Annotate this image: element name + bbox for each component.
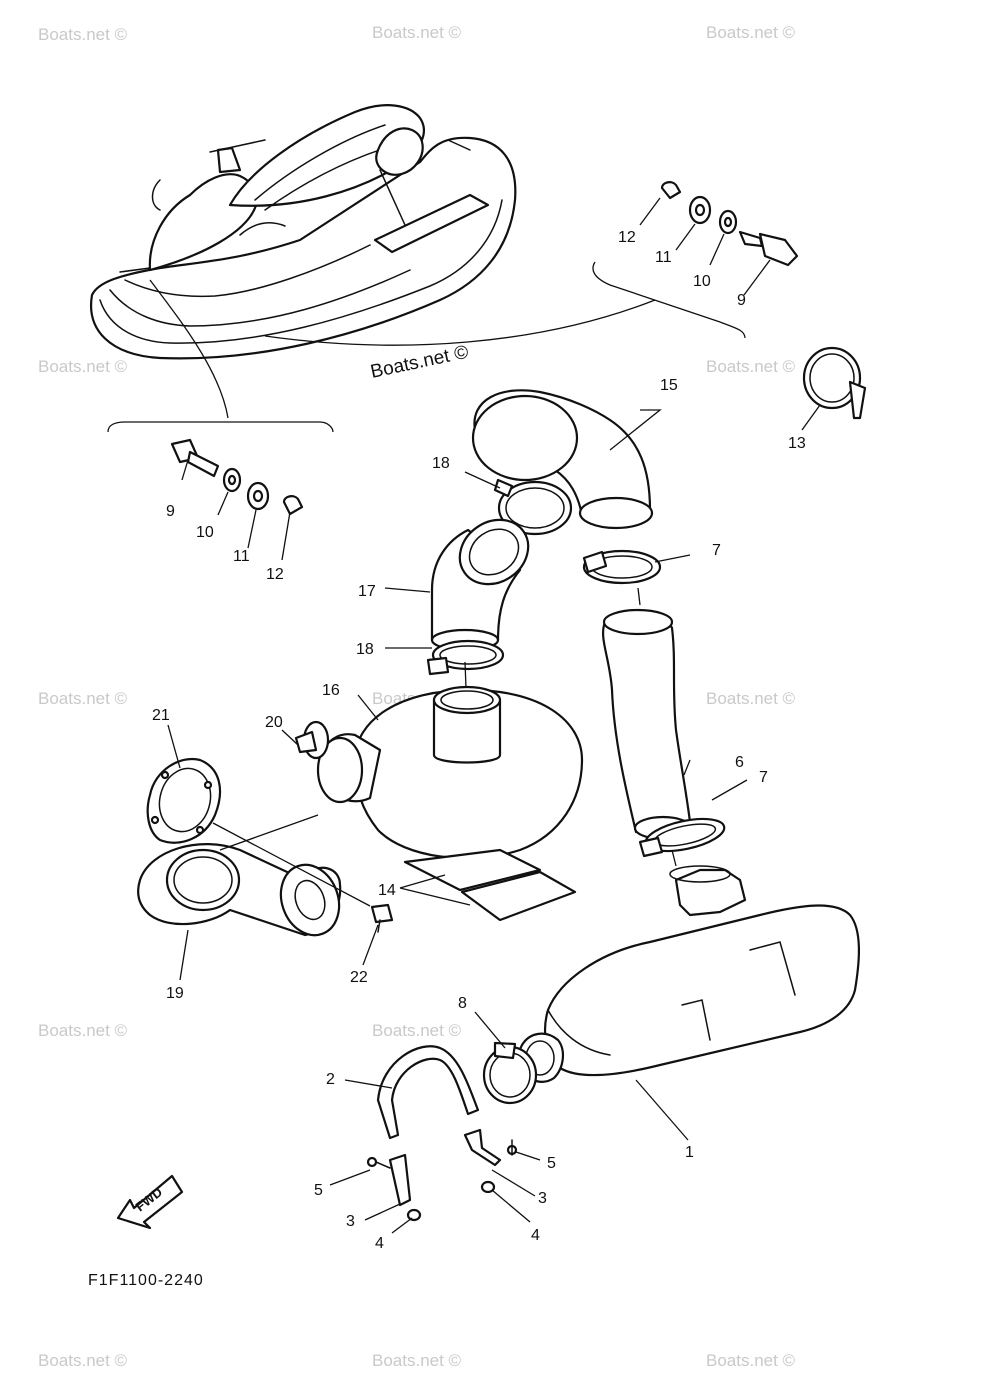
clamp-18-lower: [426, 639, 505, 676]
callout-13: 13: [788, 435, 806, 452]
callout-10: 10: [693, 273, 711, 290]
clamp-13: [802, 346, 867, 420]
callout-labels: 1 2 3 3 4 4 5 5 6 7 7 8 9 9 10 10 11 11 …: [152, 229, 806, 1252]
callout-4: 4: [375, 1235, 384, 1252]
watermark: Boats.net ©: [38, 357, 128, 376]
callout-18: 18: [356, 641, 374, 658]
fitting-set-upper: [660, 181, 799, 267]
bracket-set-left: [366, 1153, 422, 1222]
callout-21: 21: [152, 707, 170, 724]
watermark: Boats.net ©: [706, 1351, 796, 1370]
water-lock-16: [316, 685, 584, 860]
watermark: Boats.net ©: [372, 1351, 462, 1370]
callout-12: 12: [618, 229, 636, 246]
clamp-8: [482, 1041, 538, 1105]
callout-7: 7: [712, 542, 721, 559]
callout-11: 11: [655, 249, 672, 266]
callout-18: 18: [432, 455, 450, 472]
watermark: Boats.net ©: [706, 689, 796, 708]
callout-10: 10: [196, 524, 214, 541]
elbow-pipe-17: [430, 518, 530, 652]
callout-3: 3: [538, 1190, 547, 1207]
callout-5: 5: [547, 1155, 556, 1172]
watermark: Boats.net ©: [38, 1021, 128, 1040]
callout-17: 17: [358, 583, 376, 600]
drawing-code: F1F1100-2240: [88, 1272, 204, 1289]
callout-2: 2: [326, 1071, 335, 1088]
watermark: Boats.net ©: [372, 23, 462, 42]
fitting-set-lower: [170, 438, 304, 516]
watermark: Boats.net ©: [38, 689, 128, 708]
callout-5: 5: [314, 1182, 323, 1199]
watermark: Boats.net ©: [706, 23, 796, 42]
boatsnet-credit: Boats.net ©: [369, 342, 471, 383]
watermark: Boats.net ©: [38, 25, 128, 44]
callout-1: 1: [685, 1144, 694, 1161]
callout-11: 11: [233, 548, 250, 565]
callout-12: 12: [266, 566, 284, 583]
bracket-set-right: [463, 1128, 518, 1194]
hose-6: [602, 608, 693, 841]
clamp-18-upper: [493, 478, 573, 536]
link-lines: [107, 261, 746, 433]
muffler-1: [517, 865, 861, 1083]
watermark: Boats.net ©: [38, 1351, 128, 1370]
clamp-20: [294, 720, 330, 760]
watermark: Boats.net ©: [706, 357, 796, 376]
callout-4: 4: [531, 1227, 540, 1244]
callout-15: 15: [660, 377, 678, 394]
clamp-7-upper: [582, 549, 662, 585]
callout-3: 3: [346, 1213, 355, 1230]
outlet-tube-19: [137, 843, 342, 937]
leader-lines: [167, 197, 821, 1234]
watercraft-outline: [90, 104, 517, 360]
callout-16: 16: [322, 682, 340, 699]
elbow-hose-15: [471, 389, 654, 530]
bolt-22: [370, 903, 394, 933]
callout-14: 14: [378, 882, 396, 899]
callout-9: 9: [166, 503, 175, 520]
flange-21: [146, 757, 222, 844]
callout-7: 7: [759, 769, 768, 786]
callout-8: 8: [458, 995, 467, 1012]
callout-20: 20: [265, 714, 283, 731]
pads-14: [403, 848, 577, 922]
fwd-arrow-icon: FWD: [116, 1174, 184, 1230]
watermark: Boats.net ©: [372, 1021, 462, 1040]
callout-22: 22: [350, 969, 368, 986]
callout-19: 19: [166, 985, 184, 1002]
callout-6: 6: [735, 754, 744, 771]
strap-2: [376, 1045, 480, 1140]
clamp-7-lower: [638, 817, 726, 858]
callout-9: 9: [737, 292, 746, 309]
